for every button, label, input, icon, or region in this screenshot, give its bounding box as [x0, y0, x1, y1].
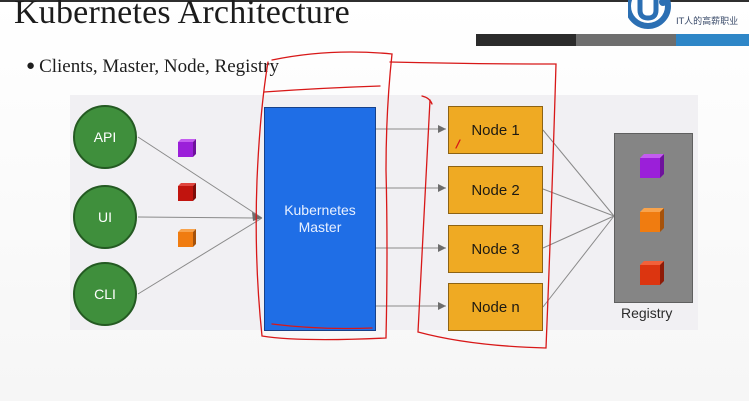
node-n: Node n [448, 283, 543, 331]
slide-title: Kubernetes Architecture [14, 0, 350, 31]
header-bar-dark [476, 34, 576, 46]
node-3: Node 3 [448, 225, 543, 273]
kubernetes-master: Kubernetes Master [264, 107, 376, 331]
registry-orange-cube-icon [640, 208, 664, 232]
registry-label: Registry [621, 305, 673, 321]
header-bar-blue [676, 34, 749, 46]
bullet-point: ●Clients, Master, Node, Registry [26, 56, 279, 78]
bullet-text: Clients, Master, Node, Registry [39, 56, 279, 77]
logo-tagline: IT人的高薪职业 [676, 17, 739, 27]
header-bar-mid [576, 34, 676, 46]
client-api: API [73, 105, 137, 169]
node-2: Node 2 [448, 166, 543, 214]
red-cube-icon [178, 183, 196, 201]
registry-purple-cube-icon [640, 154, 664, 178]
client-cli: CLI [73, 262, 137, 326]
purple-cube-icon [178, 139, 196, 157]
registry-red-cube-icon [640, 261, 664, 285]
brand-logo-icon [628, 0, 671, 29]
architecture-diagram [70, 95, 698, 330]
top-divider [0, 0, 749, 2]
bullet-dot-icon: ● [26, 58, 36, 74]
orange-cube-icon [178, 229, 196, 247]
client-ui: UI [73, 185, 137, 249]
node-1: Node 1 [448, 106, 543, 154]
master-label: Kubernetes Master [284, 202, 356, 235]
